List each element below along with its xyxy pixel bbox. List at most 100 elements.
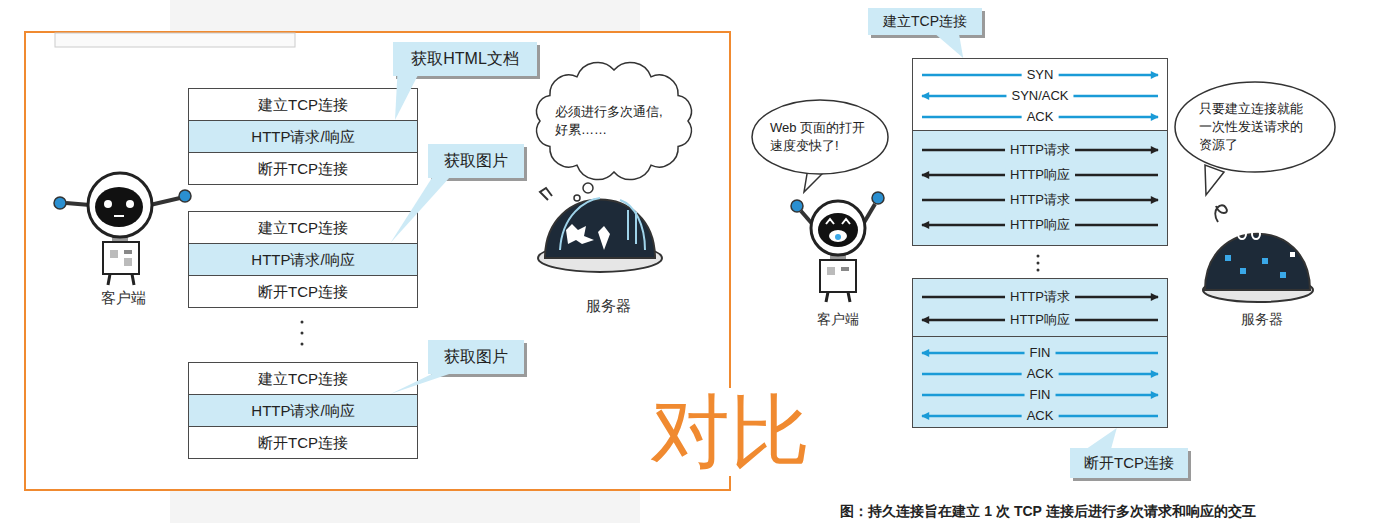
- callout-pointer: [395, 76, 417, 120]
- sequence-band: FINACKFINACK: [912, 336, 1168, 428]
- figure-label: 服务器: [1241, 312, 1283, 327]
- sequence-arrows: [922, 75, 1158, 416]
- illustration-part: [124, 258, 132, 266]
- callout-label: 获取图片: [444, 151, 508, 170]
- sequence-band: SYNSYN/ACKACK: [912, 58, 1168, 131]
- callout-box: 断开TCP连接: [1070, 448, 1188, 478]
- illustration-part: [545, 200, 655, 259]
- illustration-part: [1037, 262, 1040, 265]
- callout-pointer: [390, 178, 449, 243]
- illustration-part: [560, 198, 600, 250]
- arrow-label: HTTP请求: [1005, 289, 1075, 305]
- arrow-label: HTTP请求: [1005, 192, 1075, 208]
- box-label: 断开TCP连接: [258, 160, 348, 178]
- illustration-part: [132, 274, 134, 285]
- bubble-text: 只要建立连接就能 一次性发送请求的 资源了: [1199, 100, 1311, 155]
- box-label: 建立TCP连接: [258, 370, 348, 388]
- bubble-outline: [752, 100, 888, 174]
- bubble-outline: [750, 98, 890, 176]
- illustration-part: [114, 215, 124, 217]
- figure-caption: 图：持久连接旨在建立 1 次 TCP 连接后进行多次请求和响应的交互: [840, 503, 1255, 521]
- illustration-part: [620, 200, 645, 250]
- illustration-part: [179, 190, 191, 202]
- illustration-part: [104, 200, 112, 208]
- illustration-part: [1240, 268, 1246, 274]
- illustration-part: [826, 219, 850, 224]
- client-robot: [791, 168, 884, 302]
- callout-label: 建立TCP连接: [883, 13, 967, 30]
- watermark: 对比: [650, 388, 810, 476]
- arrow-label: SYN: [1022, 67, 1059, 83]
- process-box: 建立TCP连接: [188, 88, 418, 121]
- illustration-part: [841, 267, 849, 271]
- illustration-part: [791, 200, 803, 212]
- figure-label: 客户端: [817, 312, 859, 327]
- callout-pointer: [390, 374, 449, 394]
- illustration-part: [110, 250, 118, 258]
- speech-bubble: Web 页面的打开 速度变快了!: [750, 98, 890, 176]
- illustration-part: [88, 173, 152, 237]
- illustration-part: [1205, 165, 1224, 195]
- bubble-outline: [1175, 82, 1335, 172]
- illustration-part: [1225, 255, 1231, 261]
- sequence-band: HTTP请求HTTP响应HTTP请求HTTP响应: [912, 130, 1168, 246]
- illustration-part: [108, 274, 110, 285]
- illustration-part: [835, 234, 841, 240]
- callout-label: 获取HTML文档: [411, 49, 519, 68]
- sequence-arrow: [922, 394, 1158, 397]
- box-label: 建立TCP连接: [258, 96, 348, 114]
- illustration-part: [1238, 229, 1246, 239]
- callout-label: 获取图片: [444, 347, 508, 366]
- illustration-part: [848, 292, 850, 302]
- illustration-part: [1037, 269, 1040, 272]
- arrow-label: ACK: [1022, 109, 1059, 125]
- sequence-arrow: [922, 74, 1158, 77]
- speech-bubble: 只要建立连接就能 一次性发送请求的 资源了: [1173, 80, 1337, 174]
- sequence-arrow: [922, 95, 1158, 98]
- sequence-arrow: [922, 352, 1158, 355]
- sequence-arrow: [922, 116, 1158, 119]
- sequence-arrow: [922, 224, 1158, 227]
- illustration-part: [301, 321, 304, 324]
- process-box: 建立TCP连接: [188, 211, 418, 244]
- box-label: 断开TCP连接: [258, 434, 348, 452]
- illustration-part: [827, 267, 835, 275]
- box-label: 断开TCP连接: [258, 283, 348, 301]
- arrow-label: HTTP响应: [1005, 167, 1075, 183]
- process-box: HTTP请求/响应: [188, 120, 418, 153]
- process-box: 断开TCP连接: [188, 152, 418, 185]
- callout-pointer: [1088, 428, 1117, 448]
- illustration-part: [1205, 234, 1310, 290]
- illustration-part: [1215, 205, 1227, 222]
- process-box: HTTP请求/响应: [188, 243, 418, 276]
- illustration-part: [826, 292, 828, 302]
- illustration-part: [829, 230, 847, 242]
- bubble-text: 必须进行多次通信, 好累……: [555, 103, 673, 139]
- figure-label: 服务器: [586, 298, 631, 315]
- illustration-part: [301, 332, 304, 335]
- illustration-part: [301, 343, 304, 346]
- box-label: HTTP请求/响应: [251, 128, 354, 146]
- box-label: 建立TCP连接: [258, 219, 348, 237]
- sequence-arrow: [922, 319, 1158, 322]
- illustration-part: [66, 203, 90, 205]
- arrow-label: ACK: [1022, 366, 1059, 382]
- sequence-arrow: [922, 415, 1158, 418]
- illustration-part: [95, 187, 143, 227]
- arrow-label: HTTP响应: [1005, 312, 1075, 328]
- thought-bubble: 必须进行多次通信, 好累……: [528, 58, 700, 184]
- callout-box: 获取图片: [428, 340, 524, 374]
- sequence-arrow: [922, 373, 1158, 376]
- callout-box: 获取图片: [428, 144, 524, 178]
- illustration-part: [811, 201, 865, 255]
- illustration-part: [820, 260, 856, 292]
- arrow-label: HTTP请求: [1005, 142, 1075, 158]
- illustration-part: [1290, 252, 1295, 257]
- arrow-label: FIN: [1025, 345, 1056, 361]
- arrow-label: FIN: [1025, 387, 1056, 403]
- server-robot: [538, 183, 662, 272]
- illustration-part: [25, 32, 730, 490]
- illustration-part: [54, 197, 66, 209]
- cloud-outline: [528, 58, 700, 184]
- illustration-part: [628, 210, 636, 244]
